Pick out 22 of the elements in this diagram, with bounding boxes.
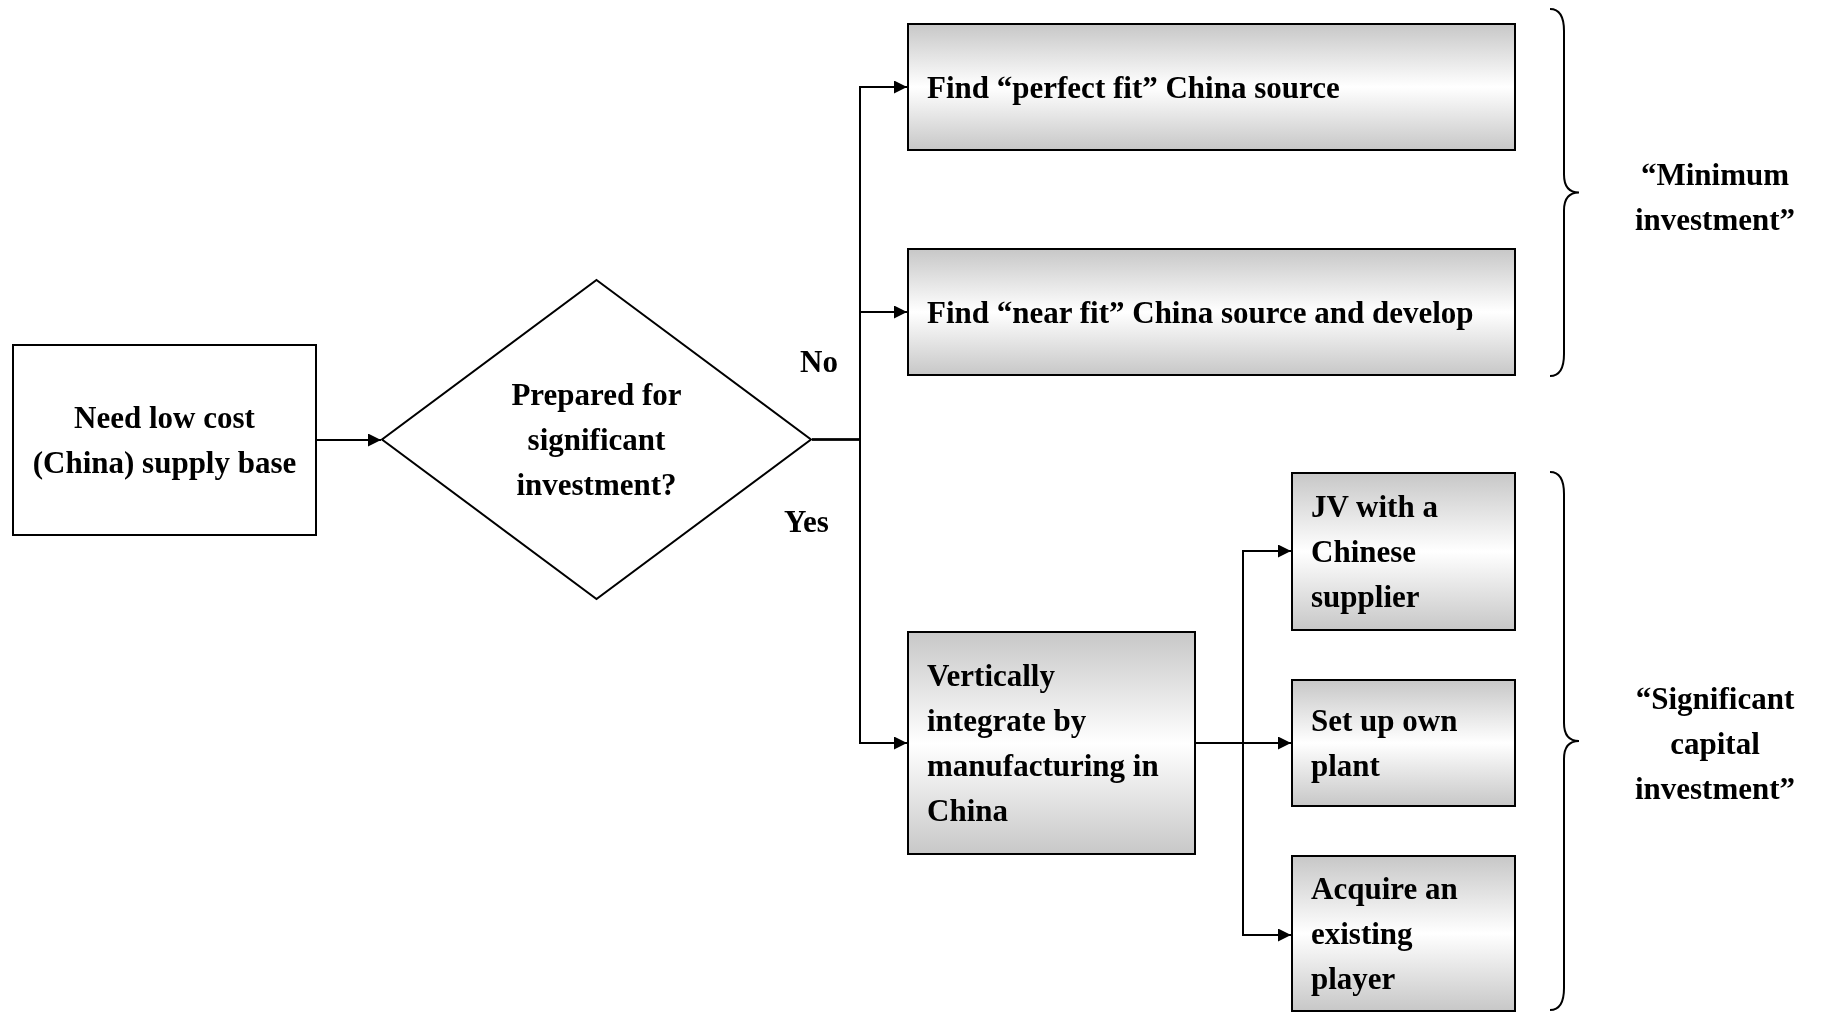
process-box [907,631,1196,855]
edge-label: No [800,343,838,381]
edge-label: Yes [784,503,829,541]
process-box [1291,472,1516,631]
brace-label: “Minimum investment” [1633,156,1797,239]
node-text: Acquire an existing player [1311,870,1459,998]
brace-label: “Significant capital investment” [1633,680,1797,808]
arrow [811,438,908,750]
arrow [1195,742,1292,942]
process-box [907,248,1516,376]
node-text: Find “perfect fit” China source [927,68,1340,107]
start-box [12,344,317,536]
node-text: Need low cost (China) supply base [31,399,298,482]
node-text: Find “near fit” China source and develop [927,293,1474,332]
node-text: JV with a Chinese supplier [1311,488,1439,616]
process-box [1291,855,1516,1012]
process-box [907,23,1516,151]
node-text: Vertically integrate by manufacturing in China [927,657,1160,830]
process-box [1291,679,1516,807]
node-text: Prepared for significant investment? [510,376,683,504]
arrow [316,433,382,447]
node-text: Set up own plant [1311,702,1459,785]
